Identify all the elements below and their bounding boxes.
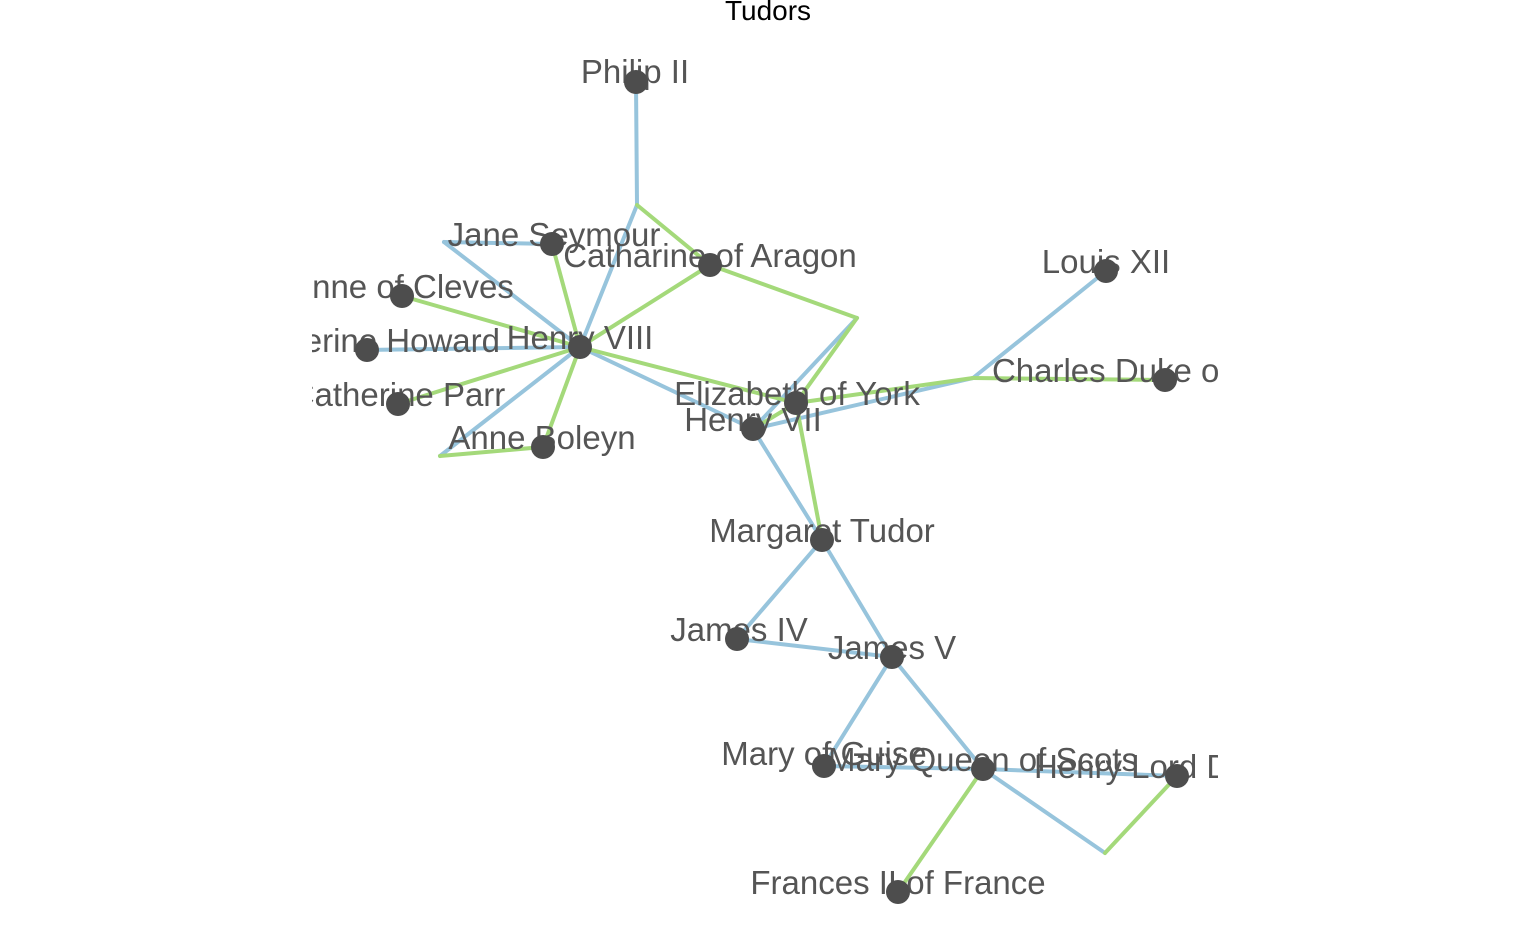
child-edge-J_aragon-henry7	[751, 316, 859, 431]
child-edge-james5-mary_guise	[822, 655, 894, 768]
spouse-edge-elizabeth_york-margaret_tudor	[794, 401, 824, 542]
node-jane_seymour[interactable]	[540, 232, 564, 256]
node-anne_cleves[interactable]	[390, 284, 414, 308]
node-catherine_howard[interactable]	[355, 338, 379, 362]
node-frances2[interactable]	[886, 880, 910, 904]
node-charles_suffolk[interactable]	[1153, 368, 1177, 392]
node-henry7[interactable]	[741, 417, 765, 441]
spouse-edge-jane_seymour-henry8	[550, 242, 582, 349]
child-edge-louis12-J_louis	[971, 269, 1108, 380]
spouse-edge-J_louis-elizabeth_york	[794, 376, 975, 405]
child-edge-henry7-margaret_tudor	[751, 427, 824, 542]
child-edge-mary_scots-J_darnley	[981, 767, 1107, 855]
node-henry_darnley[interactable]	[1165, 764, 1189, 788]
spouse-edge-J_darnley-henry_darnley	[1103, 774, 1179, 855]
node-mary_guise[interactable]	[812, 754, 836, 778]
child-edge-margaret_tudor-james4	[735, 538, 824, 641]
child-edge-henry8-J_boleyn	[438, 345, 582, 458]
spouse-edge-anne_boleyn-henry8	[541, 345, 582, 449]
node-henry8[interactable]	[568, 335, 592, 359]
child-edge-james5-mary_scots	[890, 655, 985, 771]
child-edge-james4-james5	[735, 637, 894, 659]
node-elizabeth_york[interactable]	[784, 391, 808, 415]
spouse-edge-J_boleyn-anne_boleyn	[438, 445, 545, 458]
node-label-catherine_howard: Catherine Howard	[234, 322, 500, 359]
spouse-edge-catharine_aragon-J_aragon	[708, 263, 859, 320]
node-label-charles_suffolk: Charles Duke of Suffolk	[992, 352, 1339, 389]
child-edge-mary_guise-mary_scots	[822, 764, 985, 771]
spouse-edge-J_aragon-elizabeth_york	[794, 316, 859, 405]
node-catherine_parr[interactable]	[386, 392, 410, 416]
child-edge-J_philip-henry8	[578, 203, 639, 349]
nodes-layer	[355, 70, 1189, 904]
spouse-edge-anne_cleves-henry8	[400, 294, 582, 349]
child-edge-henry8-henry7	[578, 345, 755, 431]
spouse-edge-catharine_aragon-henry8	[578, 263, 712, 349]
node-james5[interactable]	[880, 645, 904, 669]
child-edge-margaret_tudor-james5	[820, 538, 894, 659]
spouse-edge-mary_scots-frances2	[896, 767, 985, 894]
child-edge-philip2-J_philip	[634, 80, 639, 207]
spouse-edge-catherine_parr-henry8	[396, 345, 582, 406]
node-anne_boleyn[interactable]	[531, 435, 555, 459]
node-louis12[interactable]	[1094, 259, 1118, 283]
child-edge-mary_scots-henry_darnley	[981, 767, 1179, 778]
child-edge-catherine_howard-henry8	[365, 345, 582, 352]
spouse-edge-J_louis-charles_suffolk	[971, 376, 1167, 382]
node-margaret_tudor[interactable]	[810, 528, 834, 552]
node-james4[interactable]	[725, 627, 749, 651]
edges-layer	[365, 80, 1179, 894]
diagram-title: Tudors	[724, 0, 812, 26]
node-philip2[interactable]	[624, 70, 648, 94]
node-catharine_aragon[interactable]	[698, 253, 722, 277]
spouse-edge-J_philip-catharine_aragon	[635, 203, 712, 267]
child-edge-J_louis-henry7	[751, 376, 975, 431]
child-edge-jane_seymour-J_jane	[442, 240, 554, 246]
child-edge-J_jane-henry8	[442, 240, 582, 349]
node-mary_scots[interactable]	[971, 757, 995, 781]
spouse-edge-henry8-elizabeth_york	[578, 345, 798, 405]
